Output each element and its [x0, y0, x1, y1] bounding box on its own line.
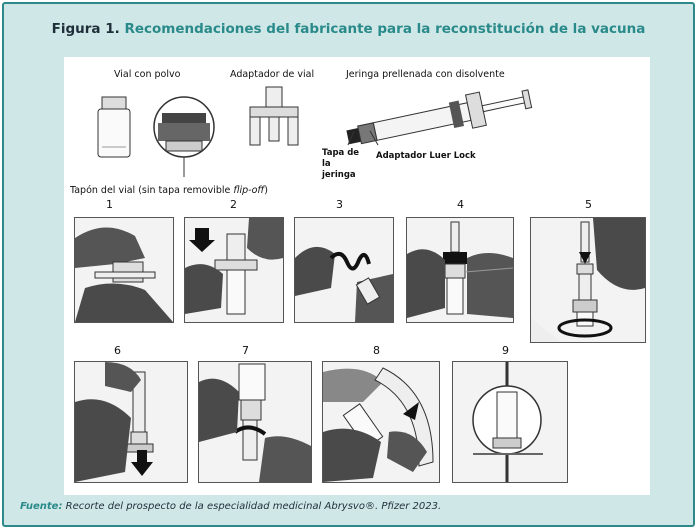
- luer-lock-label: Adaptador Luer Lock: [376, 151, 476, 161]
- step-image-9: [452, 361, 568, 483]
- step-number-4: 4: [457, 198, 464, 211]
- step-image-4: [406, 217, 514, 323]
- figure-title-lead: Figura 1.: [51, 21, 120, 37]
- instruction-panel: Vial con polvo Adaptador de vial Jeringa…: [64, 57, 650, 495]
- syringe-cap-label: Tapa de la jeringa: [322, 148, 360, 180]
- step-image-7: [198, 361, 312, 483]
- step-image-5: [530, 217, 646, 343]
- source-note: Fuente: Recorte del prospecto de la espe…: [20, 501, 441, 512]
- stopper-italic: flip-off: [233, 185, 265, 196]
- stopper-prefix: Tapón del vial (sin tapa removible: [70, 185, 234, 196]
- source-label: Fuente:: [20, 501, 63, 512]
- stopper-suffix: ): [264, 185, 268, 196]
- adapter-label: Adaptador de vial: [230, 69, 315, 80]
- step-number-9: 9: [502, 344, 509, 357]
- step-image-3: [294, 217, 394, 323]
- vial-illustration: [97, 96, 215, 177]
- step-image-2: [184, 217, 284, 323]
- stopper-label: Tapón del vial (sin tapa removible flip-…: [70, 185, 268, 196]
- step-number-6: 6: [114, 344, 121, 357]
- step-number-5: 5: [585, 198, 592, 211]
- step-image-1: [74, 217, 174, 323]
- step-number-3: 3: [336, 198, 343, 211]
- syringe-label: Jeringa prellenada con disolvente: [346, 69, 505, 80]
- step-image-6: [74, 361, 188, 483]
- step-number-8: 8: [373, 344, 380, 357]
- step-number-1: 1: [106, 198, 113, 211]
- step-number-2: 2: [230, 198, 237, 211]
- step-image-8: [322, 361, 440, 483]
- syringe-illustration: [346, 89, 533, 146]
- source-text: Recorte del prospecto de la especialidad…: [65, 501, 442, 512]
- figure-title: Figura 1. Recomendaciones del fabricante…: [4, 21, 693, 37]
- vial-label: Vial con polvo: [114, 69, 181, 80]
- adapter-illustration: [249, 86, 299, 146]
- step-number-7: 7: [242, 344, 249, 357]
- figure-title-text: Recomendaciones del fabricante para la r…: [124, 21, 646, 37]
